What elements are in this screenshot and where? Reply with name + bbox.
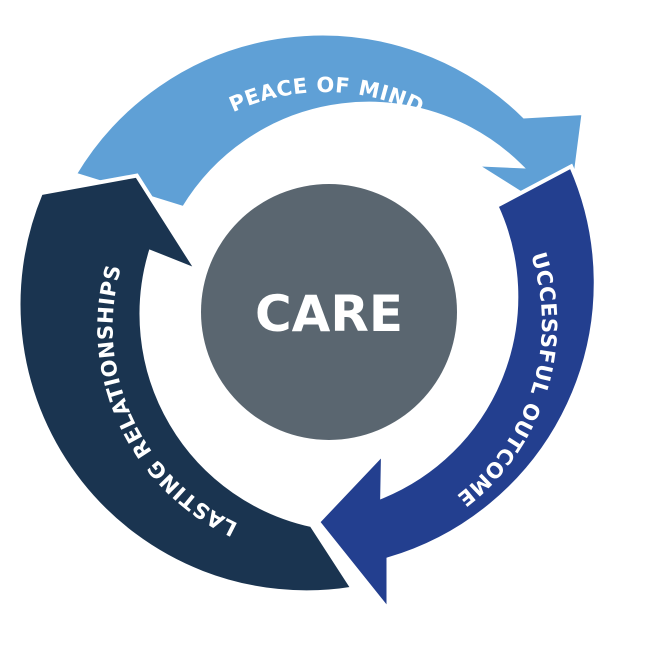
center-circle [201, 184, 457, 440]
arrow-successful-outcomes [315, 163, 598, 616]
arrow-lasting-relationships [16, 173, 357, 595]
arrow-peace-of-mind [71, 31, 586, 228]
center-label: CARE [255, 285, 403, 343]
